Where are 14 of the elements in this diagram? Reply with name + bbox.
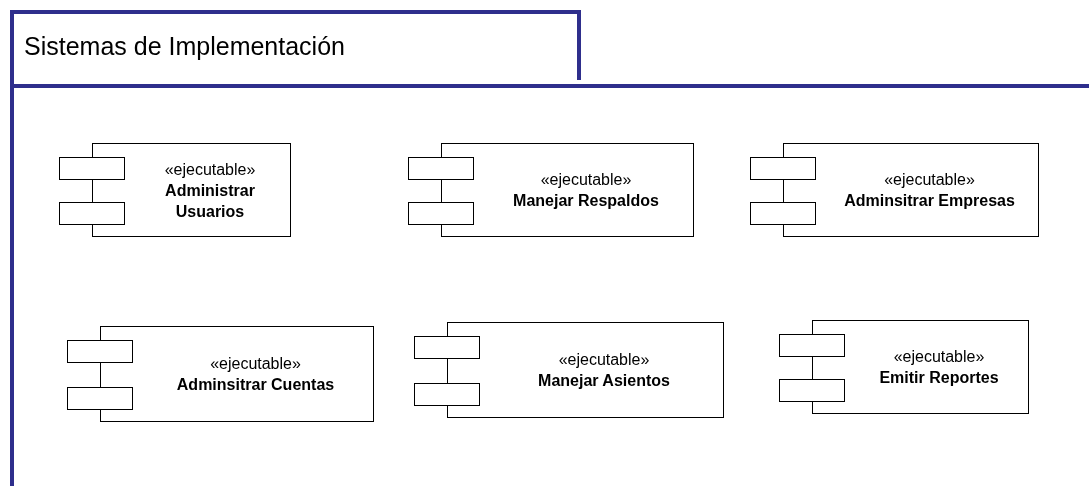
component-name: Manejar Respaldos [513,191,659,211]
stereotype-label: «ejecutable» [210,354,301,374]
component-name: Manejar Asientos [538,371,670,391]
stereotype-label: «ejecutable» [540,170,632,190]
component-name: Emitir Reportes [879,368,999,388]
component-name: Administrar Usuarios [164,180,256,222]
stereotype-label: «ejecutable» [884,170,975,190]
stereotype-label: «ejecutable» [164,159,256,180]
component-name: Adminsitrar Cuentas [176,375,335,395]
frame-title: Sistemas de Implementación [24,31,345,63]
component-name: Adminsitrar Empresas [844,191,1015,211]
frame [10,10,1089,486]
stereotype-label: «ejecutable» [558,350,650,370]
stereotype-label: «ejecutable» [893,347,985,367]
